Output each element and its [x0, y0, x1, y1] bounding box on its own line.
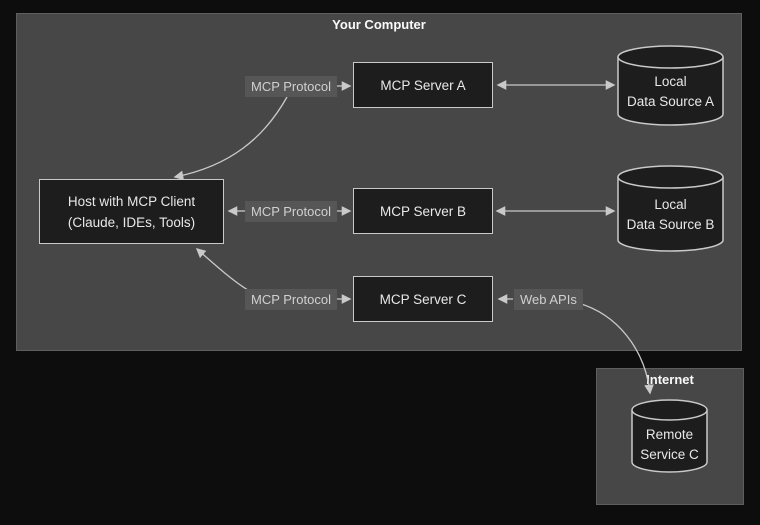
mcp-server-b-node: MCP Server B: [353, 188, 493, 234]
remote-service-c-label: Remote Service C: [632, 425, 707, 465]
datasource-b-line1: Local: [654, 197, 687, 212]
datasource-a-line2: Data Source A: [626, 94, 715, 109]
host-label-line1: Host with MCP Client: [67, 193, 196, 209]
mcp-server-c-label: MCP Server C: [379, 291, 467, 307]
datasource-a-line1: Local: [654, 74, 687, 89]
your-computer-title: Your Computer: [332, 17, 426, 32]
web-apis-label: Web APIs: [514, 289, 583, 310]
datasource-b-label: Local Data Source B: [618, 195, 723, 235]
mcp-server-c-node: MCP Server C: [353, 276, 493, 322]
datasource-b-line2: Data Source B: [626, 217, 715, 232]
remote-service-c-line1: Remote: [645, 427, 694, 442]
mcp-protocol-label-c: MCP Protocol: [245, 289, 337, 310]
host-label-line2: (Claude, IDEs, Tools): [67, 214, 196, 230]
remote-service-c-line2: Service C: [640, 447, 699, 462]
host-node: Host with MCP Client (Claude, IDEs, Tool…: [39, 179, 224, 244]
mcp-server-b-label: MCP Server B: [379, 203, 467, 219]
mcp-server-a-label: MCP Server A: [380, 77, 466, 93]
datasource-a-label: Local Data Source A: [618, 72, 723, 112]
internet-title: Internet: [646, 372, 694, 387]
mcp-protocol-label-a: MCP Protocol: [245, 76, 337, 97]
mcp-protocol-label-b: MCP Protocol: [245, 201, 337, 222]
mcp-server-a-node: MCP Server A: [353, 62, 493, 108]
